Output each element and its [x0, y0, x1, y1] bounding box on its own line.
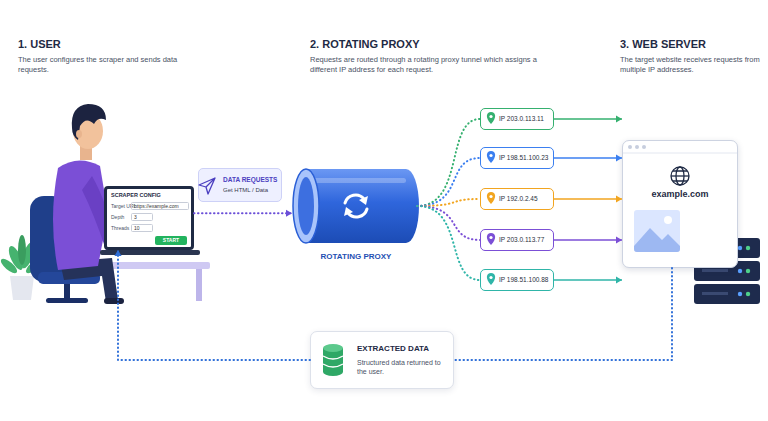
step-description: The target website receives requests fro…: [620, 55, 760, 75]
connector: [417, 158, 480, 206]
arrow-head: [616, 115, 622, 122]
globe-icon: [671, 167, 689, 185]
field-value: 10: [131, 224, 153, 232]
arrow-head: [616, 154, 622, 161]
start-button: START: [155, 236, 187, 245]
box-heading: DATA REQUESTS: [223, 176, 277, 183]
connector: [554, 115, 622, 122]
step-heading: 2. ROTATING PROXY: [310, 38, 420, 50]
connector-line: [417, 206, 480, 280]
screen-title: SCRAPER CONFIG: [111, 192, 161, 198]
connector: [417, 206, 480, 280]
button-text: START: [155, 236, 187, 245]
image-placeholder: [634, 210, 680, 252]
connector-line: [554, 157, 622, 159]
connector: [554, 236, 622, 243]
box-heading: EXTRACTED DATA: [357, 344, 429, 353]
ip-address: IP 192.0.2.45: [499, 189, 538, 208]
connector-line: [554, 118, 622, 120]
box-body: Get HTML / Data: [223, 187, 268, 193]
location-pins: [487, 112, 495, 285]
step-heading: 3. WEB SERVER: [620, 38, 706, 50]
connector-line: [554, 279, 622, 281]
browser-chrome: [623, 145, 737, 153]
proxy-cylinder: ROTATING PROXY: [292, 168, 420, 244]
connector: [554, 154, 622, 161]
arrow-head: [616, 236, 622, 243]
connector-line: [454, 268, 672, 360]
step-description: Requests are routed through a rotating p…: [310, 55, 560, 75]
connector: [417, 206, 480, 240]
field-value: 3: [131, 213, 153, 221]
site-name: example.com: [623, 189, 737, 199]
arrow-head: [616, 195, 622, 202]
field-label: Target URL: [111, 203, 136, 209]
connector: [554, 276, 622, 283]
step-description: The user configures the scraper and send…: [18, 55, 188, 75]
connector-line: [554, 198, 622, 200]
field-label: Threads: [111, 225, 129, 231]
ip-address: IP 203.0.113.77: [499, 230, 544, 249]
step-heading: 1. USER: [18, 38, 61, 50]
connector-line: [417, 119, 480, 206]
laptop-screen: SCRAPER CONFIG START Target URLhttps://exa…: [104, 186, 194, 250]
connector-line: [417, 206, 480, 240]
connector-line: [417, 158, 480, 206]
rotate-icon: [344, 195, 368, 217]
laptop-base: [100, 250, 200, 255]
connector: [454, 268, 672, 360]
connector: [554, 195, 622, 202]
connector-line: [554, 239, 622, 241]
field-value: https://example.com: [131, 202, 189, 210]
connector: [114, 250, 310, 360]
request-box: DATA REQUESTS Get HTML / Data: [198, 168, 282, 202]
ip-address: IP 198.51.100.88: [499, 270, 548, 289]
database-icon: [323, 344, 343, 376]
arrow-head: [286, 210, 292, 217]
node-heading: ROTATING PROXY: [282, 252, 430, 261]
connector: [417, 199, 480, 206]
send-icon: [199, 178, 215, 194]
connector-line: [118, 250, 310, 360]
connector: [194, 210, 292, 217]
cylinder-shape: [292, 168, 420, 244]
ip-address: IP 203.0.113.11: [499, 109, 544, 128]
connector: [417, 119, 480, 206]
connector-line: [194, 212, 292, 214]
arrow-head: [616, 276, 622, 283]
field-label: Depth: [111, 214, 124, 220]
ip-address: IP 198.51.100.23: [499, 148, 548, 167]
arrow-head: [114, 250, 121, 256]
box-body: Structured data returned to the user.: [357, 358, 449, 376]
connector-line: [417, 199, 480, 206]
